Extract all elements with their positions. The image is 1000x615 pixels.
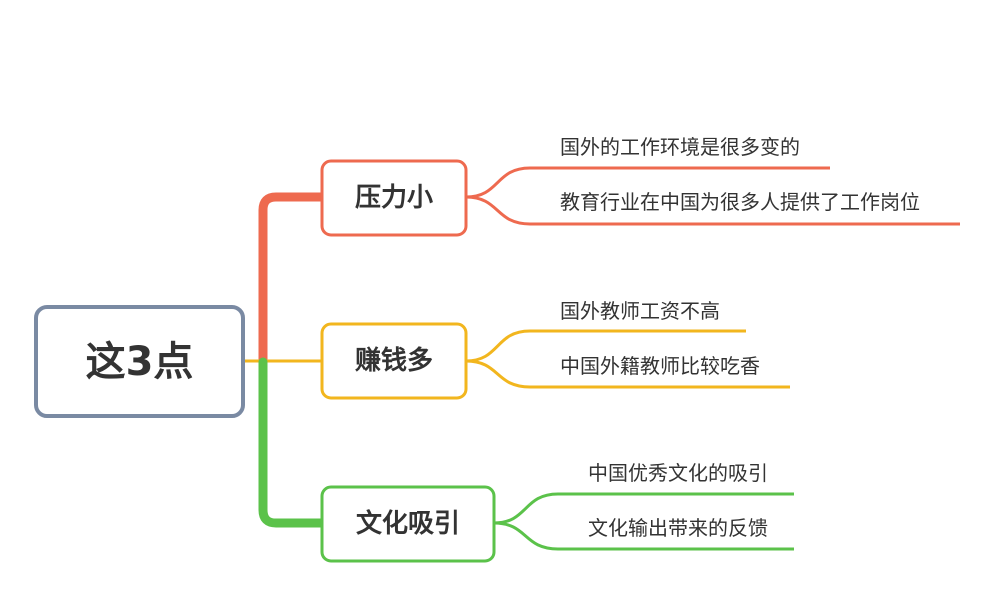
leaf-label-1-1: 国外的工作环境是很多变的 (560, 135, 800, 159)
trunk-green (258, 357, 327, 528)
branch-group-1: 压力小 国外的工作环境是很多变的 教育行业在中国为很多人提供了工作岗位 (320, 135, 960, 237)
branch-connector-1 (465, 166, 960, 226)
leaf-label-3-1: 中国优秀文化的吸引 (588, 461, 768, 485)
root-label: 这3点 (86, 339, 194, 385)
branch-connector-3 (493, 492, 794, 551)
branch-group-2: 赚钱多 国外教师工资不高 中国外籍教师比较吃香 (320, 299, 790, 400)
branch-connector-2 (465, 329, 790, 389)
branch-group-3: 文化吸引 中国优秀文化的吸引 文化输出带来的反馈 (320, 461, 794, 563)
branch-node-3[interactable] (320, 485, 496, 563)
root-node[interactable] (34, 305, 245, 418)
branch-node-2[interactable] (320, 322, 468, 400)
leaf-label-3-2: 文化输出带来的反馈 (588, 516, 768, 540)
branch-node-1[interactable] (320, 159, 468, 237)
leaf-label-2-2: 中国外籍教师比较吃香 (560, 354, 760, 378)
branch-label-1: 压力小 (355, 183, 433, 213)
leaf-label-2-1: 国外教师工资不高 (560, 299, 720, 323)
branch-label-3: 文化吸引 (356, 508, 460, 539)
leaf-label-1-2: 教育行业在中国为很多人提供了工作岗位 (560, 190, 920, 214)
trunk-red (258, 192, 327, 367)
branch-label-2: 赚钱多 (355, 346, 433, 376)
